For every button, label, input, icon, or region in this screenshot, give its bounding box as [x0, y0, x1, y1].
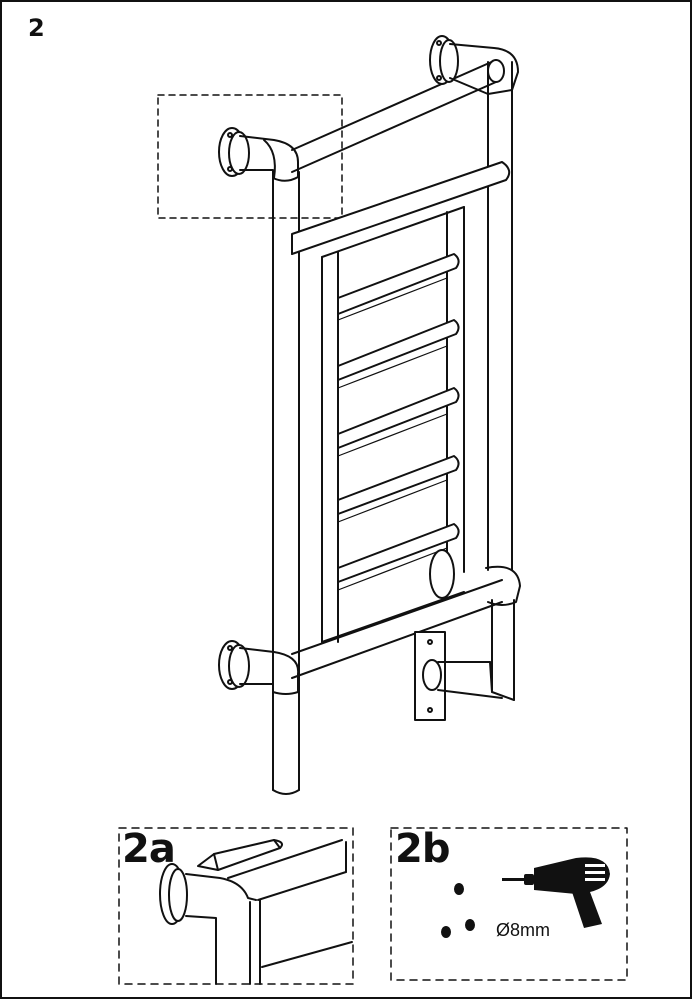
- drill-icon: [502, 857, 610, 928]
- pencil-icon: [197, 839, 283, 871]
- detail-highlight-box: [157, 94, 343, 219]
- panel-2a-bracket: [159, 839, 353, 985]
- bottom-rail-bar: [291, 579, 503, 679]
- step-number: 2: [28, 14, 45, 42]
- drill-bit-size: Ø8mm: [496, 920, 550, 940]
- top-left-wall-bracket: [218, 127, 299, 182]
- panel-2b-label: 2b: [395, 826, 450, 872]
- inner-left-post: [321, 251, 339, 643]
- panel-2a-label: 2a: [122, 826, 176, 872]
- drill-hole-marks: [441, 883, 475, 938]
- bottom-left-wall-bracket: [218, 640, 300, 695]
- left-vertical-post: [272, 171, 300, 795]
- ladder-rungs: [337, 253, 460, 583]
- second-rail-bar: [291, 161, 511, 255]
- top-right-wall-bracket: [429, 35, 519, 95]
- detail-panel-2a: [118, 827, 354, 985]
- detail-panel-2b: [390, 827, 628, 981]
- top-rail-bar: [291, 59, 505, 173]
- bottom-right-elbow: [429, 549, 521, 701]
- right-vertical-post: [487, 61, 513, 571]
- heating-element-plate: [414, 631, 515, 721]
